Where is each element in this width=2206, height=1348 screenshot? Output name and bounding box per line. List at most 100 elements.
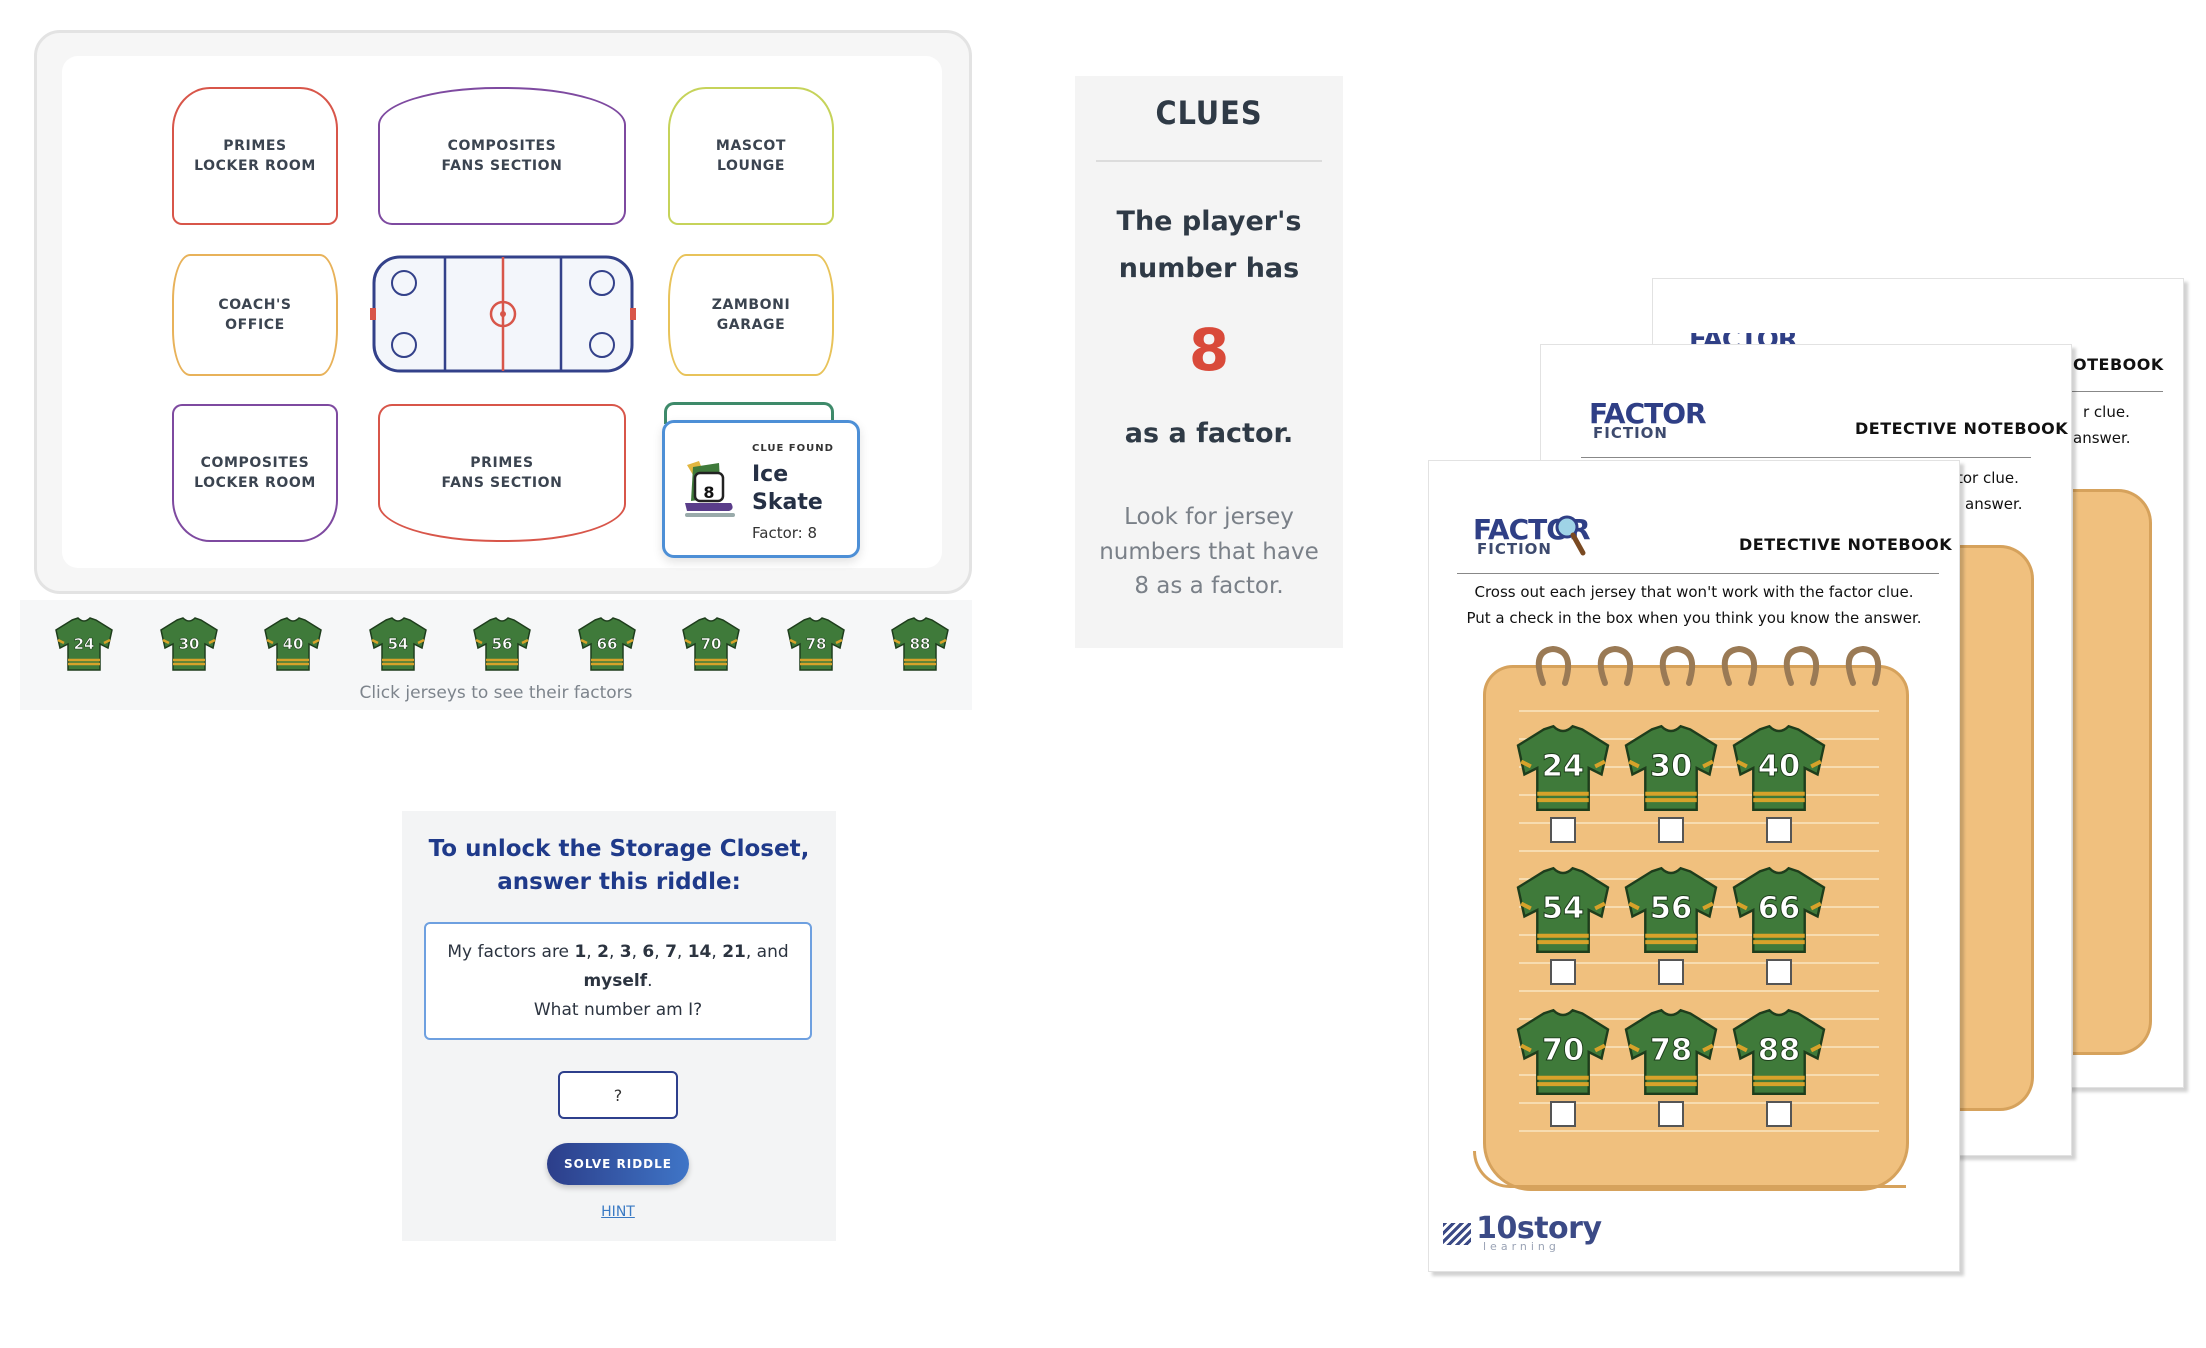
room-primes-locker-room[interactable]: PRIMES LOCKER ROOM — [172, 87, 338, 225]
worksheet-jersey-30: 30 — [1621, 723, 1721, 817]
back-notebook — [2073, 489, 2152, 1055]
hint-link[interactable]: HINT — [601, 1204, 635, 1220]
clue-found-card[interactable]: 8 CLUE FOUND Ice Skate Factor: 8 — [662, 420, 860, 558]
worksheet-checkbox-70[interactable] — [1550, 1101, 1576, 1127]
room-composites-fans-section[interactable]: COMPOSITES FANS SECTION — [378, 87, 626, 225]
back-title-fragment: OTEBOOK — [2073, 355, 2164, 374]
worksheet-checkbox-66[interactable] — [1766, 959, 1792, 985]
instruction-line1: Cross out each jersey that won't work wi… — [1474, 583, 1914, 601]
room-composites-locker-room[interactable]: COMPOSITES LOCKER ROOM — [172, 404, 338, 542]
instruction-line2: Put a check in the box when you think yo… — [1466, 609, 1922, 628]
worksheet-checkbox-30[interactable] — [1658, 817, 1684, 843]
jersey-number: 30 — [178, 635, 199, 653]
back-clue-fragment: r clue. — [2083, 403, 2130, 421]
jersey-button-66[interactable]: 66 — [577, 616, 637, 672]
jersey-number: 40 — [1758, 749, 1800, 784]
middle-answer-fragment: e answer. — [1951, 495, 2023, 513]
riddle-factor: 1 — [574, 942, 587, 962]
jersey-strip-caption: Click jerseys to see their factors — [359, 683, 633, 703]
riddle-factor-list: 1, 2, 3, 6, 7, 14, 21 — [574, 942, 746, 962]
riddle-title-line2: answer this riddle: — [497, 869, 741, 896]
room-coachs-office[interactable]: COACH'S OFFICE — [172, 254, 338, 376]
brand-mark-icon — [1443, 1222, 1471, 1245]
middle-clue-fragment: tor clue. — [1957, 469, 2019, 487]
jersey-number: 88 — [1758, 1033, 1800, 1068]
notebook-ring — [1597, 645, 1633, 686]
notebook-ring — [1845, 645, 1881, 686]
ice-skate-number: 8 — [703, 483, 715, 502]
jersey-number: 40 — [283, 635, 304, 653]
worksheet-jersey-24: 24 — [1513, 723, 1613, 817]
worksheet-jersey-66: 66 — [1729, 865, 1829, 959]
front-divider — [1457, 573, 1939, 574]
clue-found-badge: CLUE FOUND — [752, 443, 834, 454]
jersey-number: 24 — [74, 635, 95, 653]
jersey-button-40[interactable]: 40 — [263, 616, 323, 672]
jersey-button-30[interactable]: 30 — [159, 616, 219, 672]
middle-title: DETECTIVE NOTEBOOK — [1855, 419, 2069, 438]
worksheet-checkbox-54[interactable] — [1550, 959, 1576, 985]
riddle-title: To unlock the Storage Closet, answer thi… — [402, 833, 836, 900]
jersey-button-78[interactable]: 78 — [786, 616, 846, 672]
worksheet-jersey-40: 40 — [1729, 723, 1829, 817]
clue-text-line1: The player's number has — [1116, 206, 1302, 285]
magnifier-icon — [1555, 515, 1586, 556]
ice-skate-icon — [685, 461, 735, 517]
brand-subtitle: learning — [1483, 1240, 1560, 1253]
jersey-number: 30 — [1650, 749, 1692, 784]
riddle-myself: myself — [583, 970, 648, 991]
notebook-ring — [1659, 645, 1695, 686]
jersey-number: 54 — [387, 635, 408, 653]
worksheet-checkbox-56[interactable] — [1658, 959, 1684, 985]
jersey-button-70[interactable]: 70 — [681, 616, 741, 672]
solve-riddle-button[interactable]: SOLVE RIDDLE — [547, 1143, 689, 1185]
jersey-number: 78 — [805, 635, 826, 653]
worksheet-jersey-70: 70 — [1513, 1007, 1613, 1101]
ice-rink[interactable] — [370, 254, 636, 374]
room-primes-fans-section[interactable]: PRIMES FANS SECTION — [378, 404, 626, 542]
jersey-number: 66 — [596, 635, 617, 653]
worksheet-checkbox-24[interactable] — [1550, 817, 1576, 843]
riddle-factor: 21 — [722, 942, 746, 962]
worksheet-checkbox-78[interactable] — [1658, 1101, 1684, 1127]
clues-divider — [1096, 160, 1322, 162]
jersey-number: 56 — [492, 635, 513, 653]
riddle-factor: 3 — [619, 942, 632, 962]
brand-logo: 10story learning — [1443, 1211, 1602, 1253]
jersey-button-54[interactable]: 54 — [368, 616, 428, 672]
storage-closet-room[interactable] — [664, 402, 834, 424]
jersey-number: 70 — [1542, 1033, 1584, 1068]
jersey-number: 78 — [1650, 1033, 1692, 1068]
clue-factor: Factor: 8 — [752, 524, 818, 542]
clue-text-line2: as a factor. — [1124, 418, 1294, 449]
notebook-ring — [1721, 645, 1757, 686]
worksheet-checkbox-88[interactable] — [1766, 1101, 1792, 1127]
notebook-ring — [1783, 645, 1819, 686]
worksheet-jersey-56: 56 — [1621, 865, 1721, 959]
riddle-title-line1: To unlock the Storage Closet, — [428, 836, 810, 862]
jersey-button-24[interactable]: 24 — [54, 616, 114, 672]
riddle-intro: My factors are — [447, 942, 570, 962]
jersey-number: 66 — [1758, 891, 1800, 926]
riddle-factor: 14 — [687, 942, 712, 962]
jersey-number: 56 — [1650, 891, 1692, 926]
riddle-factor: 6 — [642, 942, 655, 962]
jersey-button-88[interactable]: 88 — [890, 616, 950, 672]
riddle-factor: 2 — [597, 942, 609, 962]
riddle-answer-input[interactable] — [558, 1071, 678, 1119]
room-zamboni-garage[interactable]: ZAMBONI GARAGE — [668, 254, 834, 376]
jersey-number: 88 — [910, 635, 931, 653]
notebook-ring — [1535, 645, 1571, 686]
worksheet-front: FACTOR FICTION DETECTIVE NOTEBOOK Cross … — [1428, 460, 1960, 1272]
notebook-rings — [1535, 645, 1881, 686]
worksheet-checkbox-40[interactable] — [1766, 817, 1792, 843]
middle-logo: FACTOR FICTION — [1589, 397, 1707, 442]
jersey-number: 24 — [1542, 749, 1584, 784]
jersey-button-56[interactable]: 56 — [472, 616, 532, 672]
worksheet-jersey-88: 88 — [1729, 1007, 1829, 1101]
room-mascot-lounge[interactable]: MASCOT LOUNGE — [668, 87, 834, 225]
jersey-number: 54 — [1542, 891, 1584, 926]
jersey-number: 70 — [701, 635, 722, 653]
clue-name: Ice Skate — [752, 462, 823, 515]
worksheet-jersey-54: 54 — [1513, 865, 1613, 959]
